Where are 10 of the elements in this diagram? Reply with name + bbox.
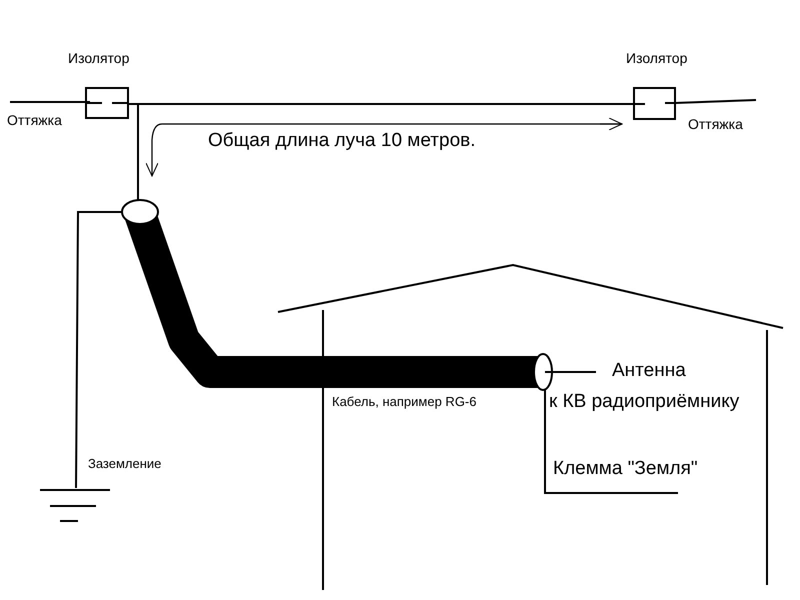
receiver-label: к КВ радиоприёмнику bbox=[549, 391, 740, 413]
cable-label: Кабель, например RG-6 bbox=[332, 395, 476, 410]
insulator-label: Изолятор bbox=[68, 50, 130, 66]
insulator-label: Изолятор bbox=[626, 50, 688, 66]
length-label: Общая длина луча 10 метров. bbox=[208, 130, 476, 152]
grounding-label: Заземление bbox=[88, 457, 162, 472]
guy-wire-label: Оттяжка bbox=[7, 112, 62, 128]
terminal-label: Клемма "Земля" bbox=[553, 458, 698, 480]
antenna-label: Антенна bbox=[612, 360, 686, 382]
guy-wire-label: Оттяжка bbox=[688, 116, 743, 132]
